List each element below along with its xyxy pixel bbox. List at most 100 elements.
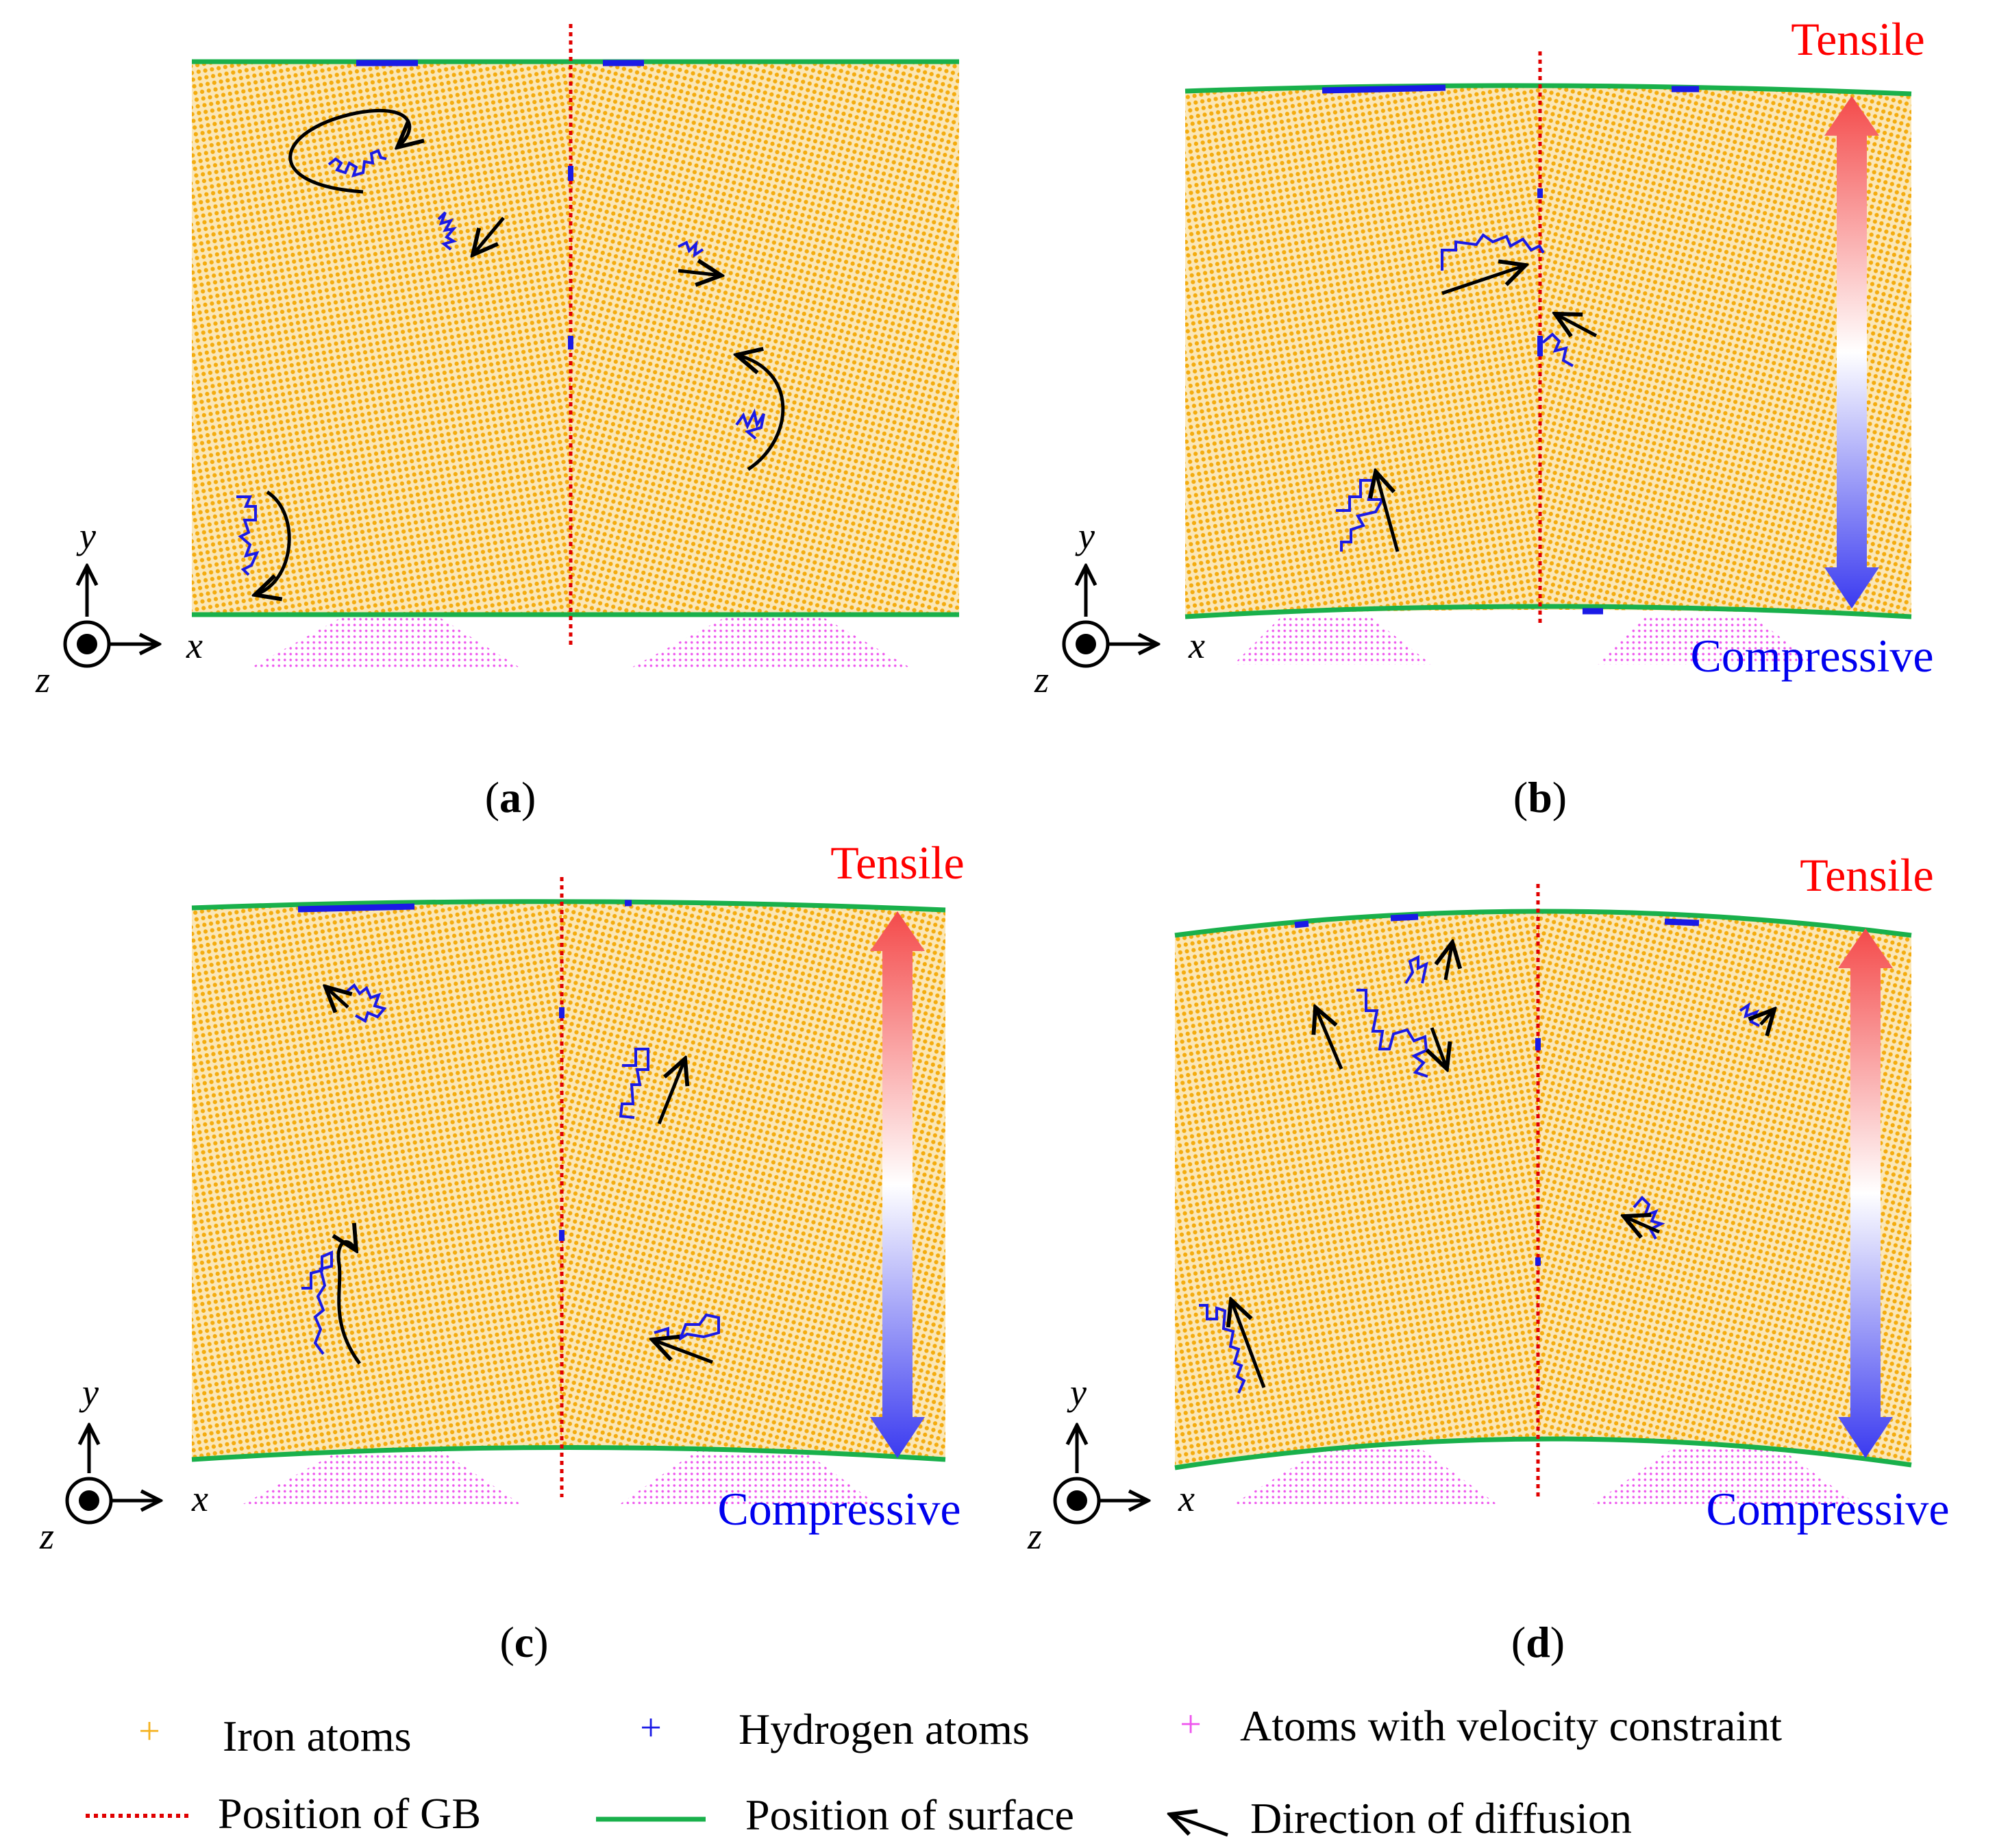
grain-left-c <box>192 901 562 1459</box>
diffusion-arrow-b2 <box>1555 314 1598 336</box>
surface-top-d <box>1174 909 1912 938</box>
caption-a: (a) <box>485 773 536 822</box>
axis-label-z: z <box>1027 1516 1042 1557</box>
constraint-region-c1 <box>243 1449 521 1504</box>
diffusion-arrow-a1 <box>288 108 410 194</box>
hydrogen-path-d2 <box>1356 989 1428 1078</box>
stress-arrow-b <box>1824 96 1879 608</box>
hydrogen-path-a2 <box>437 211 457 251</box>
axis-label-z: z <box>1034 659 1049 700</box>
panel-d: Tensile Compressive y x z (d) <box>1027 849 1950 1666</box>
surface-top-c <box>191 899 946 913</box>
diffusion-arrow-a3 <box>678 271 721 275</box>
hydrogen-path-d1 <box>1404 954 1428 985</box>
caption-c: (c) <box>499 1618 548 1666</box>
stress-arrow-d <box>1838 928 1893 1458</box>
hydrogen-segment-d-top <box>1294 913 1700 928</box>
axis-label-y: y <box>79 1372 99 1413</box>
diffusion-arrow-d1 <box>1446 942 1452 981</box>
constraint-region-b2 <box>1596 617 1815 665</box>
surface-bottom-b <box>1184 604 1912 619</box>
legend-iron-label: Iron atoms <box>223 1712 412 1760</box>
legend-iron-marker: + <box>138 1710 160 1753</box>
diffusion-arrow-b3 <box>1376 471 1400 552</box>
constraint-region-a1 <box>250 617 521 668</box>
diffusion-arrow-d2 <box>1315 1007 1343 1070</box>
axis-label-z: z <box>35 659 50 700</box>
diffusion-arrow-a2 <box>473 217 505 255</box>
constraint-region-b1 <box>1233 617 1432 665</box>
constraint-region-c2 <box>620 1449 877 1504</box>
legend-constraint-marker: + <box>1180 1703 1202 1746</box>
caption-b: (b) <box>1513 773 1567 822</box>
axis-triad-a: y x z <box>35 515 203 700</box>
panel-c: Tensile Compressive y x z (c) <box>39 837 965 1666</box>
compressive-label-b: Compressive <box>1690 630 1933 682</box>
hydrogen-path-d4 <box>1633 1196 1665 1240</box>
axis-label-y: y <box>76 515 96 556</box>
constraint-region-a2 <box>630 617 911 668</box>
hydrogen-path-a4 <box>735 408 765 440</box>
axis-label-x: x <box>186 625 203 666</box>
hydrogen-path-c2 <box>619 1048 649 1119</box>
grain-left-a <box>192 62 571 615</box>
axis-label-x: x <box>191 1478 208 1519</box>
hydrogen-segment-c-top <box>297 900 632 913</box>
diffusion-arrow-c1 <box>325 987 348 1007</box>
panel-b: Tensile Compressive y x z (b) <box>1034 13 1934 822</box>
hydrogen-path-a1 <box>327 149 387 177</box>
panel-a: y x z (a) <box>35 24 959 822</box>
axis-triad-c: y x z <box>39 1372 208 1557</box>
tensile-label-d: Tensile <box>1800 849 1933 901</box>
hydrogen-path-c3 <box>301 1250 333 1355</box>
axis-label-y: y <box>1075 515 1095 556</box>
legend-constraint-label: Atoms with velocity constraint <box>1240 1701 1782 1750</box>
hydrogen-path-a3 <box>678 240 704 258</box>
constraint-region-d1 <box>1233 1449 1497 1504</box>
axis-label-x: x <box>1178 1478 1195 1519</box>
grain-left-d <box>1175 911 1538 1468</box>
legend-diffusion-label: Direction of diffusion <box>1250 1794 1632 1843</box>
grain-right-d <box>1538 911 1911 1468</box>
stress-arrow-c <box>870 911 925 1458</box>
axis-label-z: z <box>39 1516 54 1557</box>
hydrogen-segment-b-top <box>1322 84 1699 94</box>
diffusion-arrow-a4 <box>736 355 785 471</box>
grain-right-a <box>571 62 959 615</box>
diffusion-arrow-d6 <box>1231 1300 1266 1388</box>
grain-right-c <box>562 901 945 1459</box>
caption-d: (d) <box>1511 1618 1565 1666</box>
diffusion-arrow-a5 <box>255 490 291 595</box>
diffusion-arrow-d5 <box>1624 1216 1661 1232</box>
tensile-label-b: Tensile <box>1791 13 1924 65</box>
compressive-label-d: Compressive <box>1706 1483 1949 1535</box>
diffusion-arrow-d3 <box>1432 1027 1447 1069</box>
diffusion-arrow-c3 <box>338 1242 362 1365</box>
legend-gb-label: Position of GB <box>218 1789 481 1838</box>
legend-diffusion-arrow <box>1170 1814 1228 1837</box>
axis-triad-d: y x z <box>1027 1372 1195 1557</box>
hydrogen-path-b1 <box>1441 233 1545 271</box>
legend: + Iron atoms + Hydrogen atoms + Atoms wi… <box>86 1701 1782 1843</box>
grain-left-b <box>1185 85 1540 617</box>
diffusion-arrow-c4 <box>652 1340 713 1364</box>
diffusion-arrow-c2 <box>657 1059 685 1124</box>
legend-hydrogen-label: Hydrogen atoms <box>739 1705 1030 1753</box>
legend-surface-label: Position of surface <box>745 1790 1074 1839</box>
surface-bottom-d <box>1174 1436 1912 1470</box>
tensile-label-c: Tensile <box>830 837 964 889</box>
hydrogen-path-c1 <box>345 983 387 1023</box>
hydrogen-path-a5 <box>236 495 260 576</box>
axis-label-y: y <box>1067 1372 1087 1413</box>
legend-hydrogen-marker: + <box>640 1707 662 1749</box>
diffusion-arrow-d4 <box>1761 1009 1774 1024</box>
axis-label-x: x <box>1188 625 1205 666</box>
constraint-region-d2 <box>1593 1449 1857 1504</box>
compressive-label-c: Compressive <box>717 1483 960 1535</box>
diffusion-arrow-b1 <box>1441 265 1526 295</box>
axis-triad-b: y x z <box>1034 515 1205 700</box>
hydrogen-path-d5 <box>1199 1304 1246 1394</box>
surface-top-b <box>1184 83 1912 97</box>
surface-bottom-c <box>191 1445 946 1462</box>
